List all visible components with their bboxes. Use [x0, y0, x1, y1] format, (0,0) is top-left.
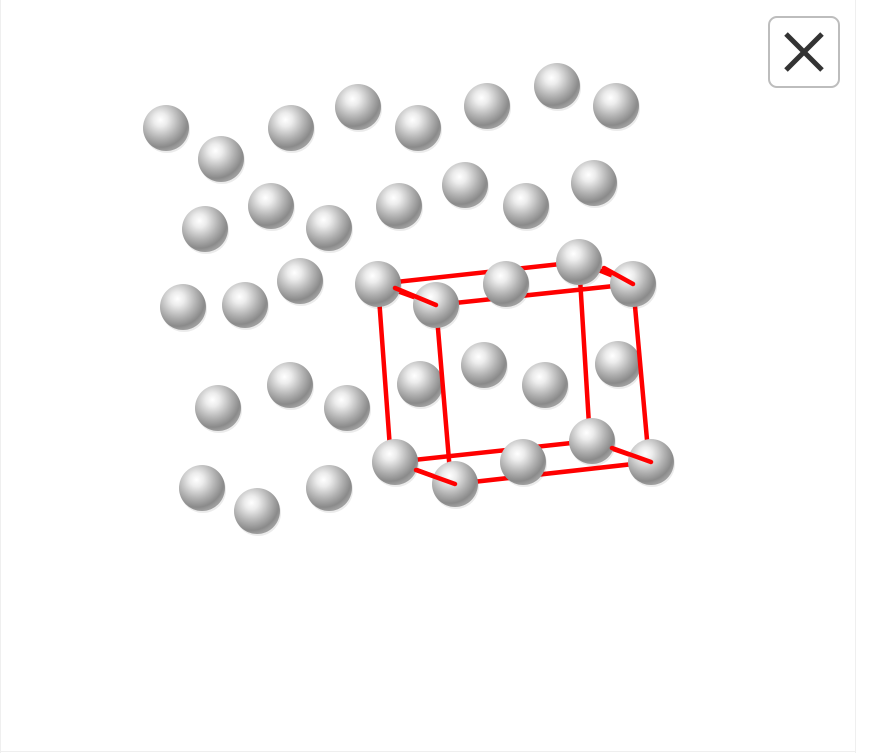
lattice-atom — [461, 342, 508, 390]
lattice-atom — [397, 361, 444, 409]
unit-cell-edge — [452, 459, 654, 487]
lattice-atom — [198, 136, 245, 184]
lattice-atom — [179, 465, 226, 513]
lattice-atoms-background — [143, 63, 642, 536]
lattice-atom — [277, 258, 324, 306]
unit-cell-edge-front — [392, 285, 439, 308]
lattice-atom — [335, 84, 382, 132]
lattice-atom — [395, 105, 442, 153]
lattice-atom — [324, 385, 371, 433]
lattice-atom — [268, 105, 315, 153]
lattice-atom — [143, 105, 190, 153]
unit-cell-edge-front — [601, 265, 636, 287]
lattice-atom — [160, 284, 207, 332]
lattice-atom — [571, 160, 618, 208]
lattice-atom — [595, 341, 642, 389]
frame-border-left — [0, 0, 1, 753]
close-icon — [784, 32, 824, 72]
unit-cell-edge — [630, 281, 652, 465]
lattice-atom — [222, 282, 269, 330]
unit-cell-atom — [569, 418, 616, 466]
unit-cell-edge-front — [609, 445, 654, 465]
lattice-atom — [248, 183, 295, 231]
lattice-atom — [195, 385, 242, 433]
lattice-atom — [522, 362, 569, 410]
unit-cell-edge — [375, 259, 582, 287]
lattice-atom — [593, 83, 640, 131]
unit-cell-atom — [355, 261, 402, 309]
unit-cell-atom — [483, 261, 530, 309]
frame-border-bottom — [0, 751, 856, 752]
unit-cell-atom — [372, 439, 419, 487]
unit-cell-edge — [433, 281, 636, 308]
lattice-atom — [234, 488, 281, 536]
lattice-atom — [306, 205, 353, 253]
lattice-atom — [376, 183, 423, 231]
lattice-atom — [464, 83, 511, 131]
lattice-atom — [182, 206, 229, 254]
lattice-atoms-unit-cell — [355, 239, 675, 509]
unit-cell-edge — [375, 281, 394, 465]
unit-cell-edge — [392, 438, 593, 465]
close-button[interactable] — [768, 16, 840, 88]
lattice-atom — [442, 162, 489, 210]
unit-cell-atom — [556, 239, 603, 287]
lattice-atom — [306, 465, 353, 513]
unit-cell-edge-front — [413, 467, 458, 487]
unit-cell-edge — [576, 259, 593, 444]
lattice-atom — [267, 362, 314, 410]
lattice-atom — [534, 63, 581, 111]
frame-border-right — [855, 0, 856, 753]
unit-cell-atom — [500, 439, 547, 487]
lattice-atom — [503, 183, 550, 231]
